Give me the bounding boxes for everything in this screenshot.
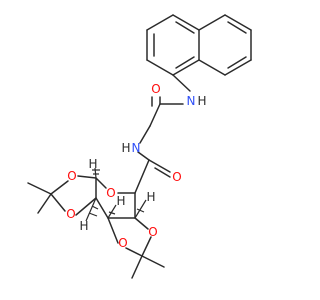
sugar-ring-system <box>27 175 165 279</box>
carboxamide-oxygen-label: O <box>172 170 181 184</box>
amide-nh-hydrogen-label: H <box>197 94 206 108</box>
stereo-hydrogen-bottom-label: H <box>146 190 155 204</box>
dioxolane-a-oxygen-1-label: O <box>67 169 76 183</box>
amide-n-label: N <box>132 141 141 155</box>
glycine-oxygen-label: O <box>151 82 160 96</box>
pyran-oxygen-label: O <box>106 186 115 200</box>
dioxolane-b-oxygen-2-label: O <box>148 225 157 239</box>
stereo-bonds <box>85 167 147 222</box>
stereo-hydrogen-left-label: H <box>79 219 88 233</box>
molecule-structure-diagram: N H O N H O O O O O O H H H H <box>27 14 252 279</box>
side-chain-bonds <box>134 74 191 194</box>
dioxolane-a-oxygen-2-label: O <box>66 207 75 221</box>
amide-nh-label: N <box>187 94 196 108</box>
stereo-hydrogen-right-label: H <box>116 194 125 208</box>
naphthalene-ring <box>146 14 252 76</box>
stereo-hydrogen-top-label: H <box>88 157 97 171</box>
amide-n-hydrogen-label: H <box>121 141 130 155</box>
atom-labels: N H O N H O O O O O O H H H H <box>66 82 206 250</box>
dioxolane-b-oxygen-1-label: O <box>118 236 127 250</box>
